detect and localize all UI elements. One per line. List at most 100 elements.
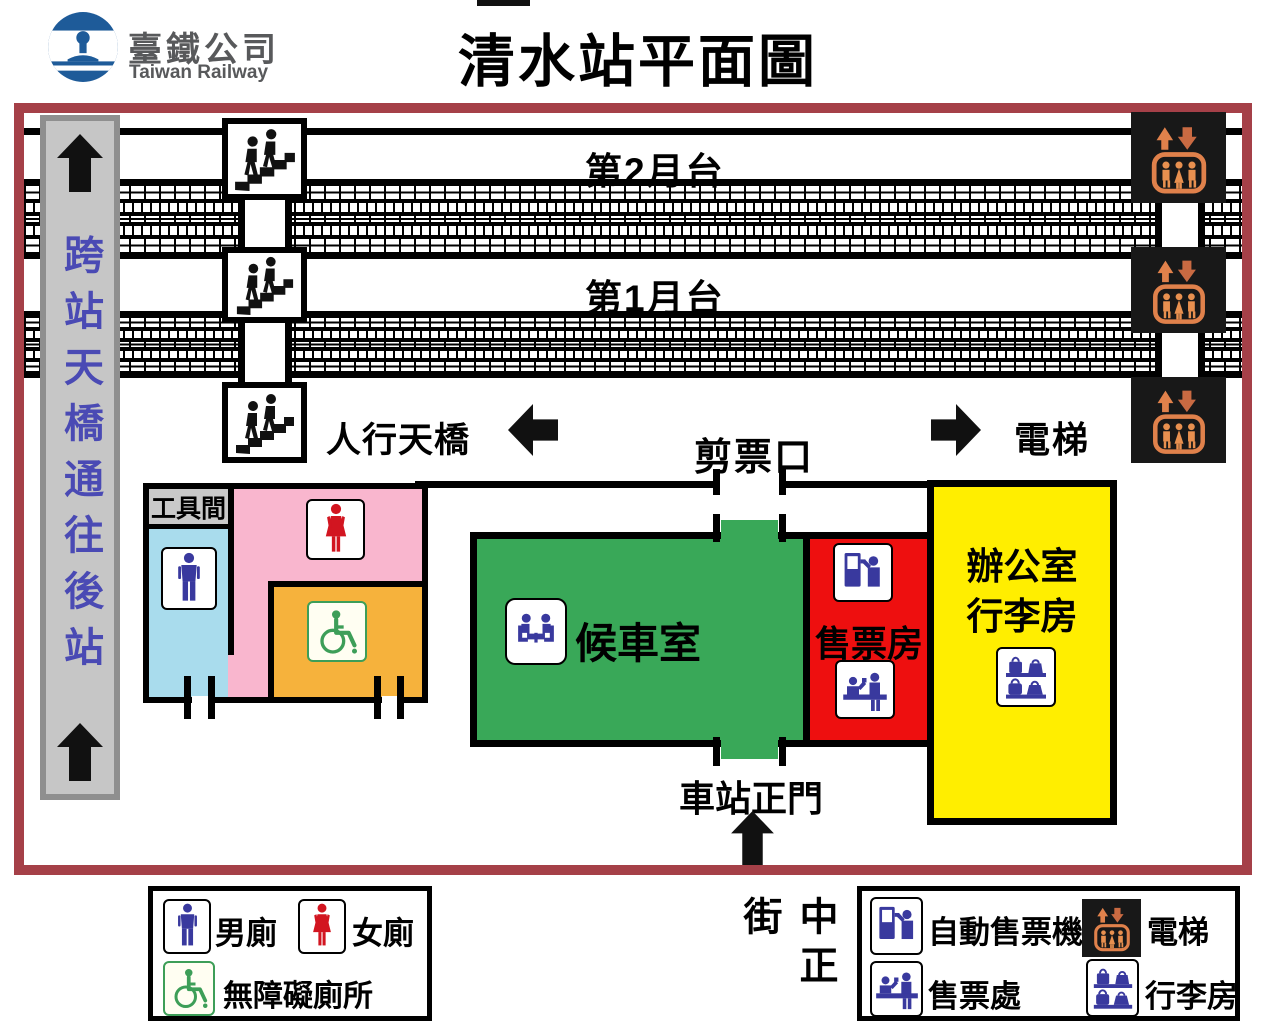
- legend-machine-box: [870, 897, 923, 955]
- platform1-label: 第1月台: [585, 278, 725, 319]
- ticket-machine-sign: [833, 543, 893, 602]
- tool-room: 工具間: [149, 489, 228, 524]
- ticket-counter-icon: [874, 966, 920, 1012]
- overpass-label: 跨站天橋通往後站: [58, 233, 102, 682]
- elevator-icon: [1141, 255, 1217, 325]
- legend-male-box: [163, 899, 211, 954]
- wheelchair-icon: [167, 966, 212, 1011]
- wheelchair-icon: [312, 607, 362, 657]
- toilet-door-gap: [382, 696, 397, 704]
- legend-counter-label: 售票處: [928, 979, 1021, 1014]
- door-post: [713, 737, 720, 766]
- stairs-icon-platform2: [222, 118, 307, 200]
- platform2-bottom-wall: [24, 179, 1242, 186]
- platform2-top-wall: [24, 128, 1242, 135]
- arrow-up-icon: [57, 723, 103, 781]
- legend-wheelchair-box: [163, 961, 215, 1016]
- ticket-counter-sign: [835, 660, 895, 719]
- seats-icon: [510, 606, 562, 658]
- gate-post: [713, 469, 720, 495]
- elevator-corridor-upper: [1155, 203, 1205, 247]
- arrow-right-icon: [931, 404, 981, 456]
- legend-toilets: 男廁 女廁 無障礙廁所: [148, 886, 432, 1021]
- elevator-concourse: [1131, 377, 1226, 463]
- door-post: [208, 676, 215, 719]
- elevator-platform1: [1131, 247, 1226, 333]
- luggage-sign: [996, 647, 1056, 707]
- tool-room-wall: [149, 524, 234, 529]
- track-zone-2: [24, 318, 1242, 371]
- legend-elevator-box: [1082, 899, 1141, 957]
- legend-female-label: 女廁: [352, 916, 414, 951]
- logo-title: 臺鐵公司: [128, 31, 280, 69]
- waiting-room-sign: [505, 598, 567, 665]
- legend-female-box: [298, 899, 346, 954]
- female-icon: [309, 902, 335, 951]
- waiting-room-label: 候車室: [575, 620, 702, 667]
- elevator-icon: [1086, 904, 1138, 952]
- waiting-room-south-door: [721, 739, 778, 759]
- door-post: [779, 514, 786, 542]
- page-title: 清水站平面圖: [458, 30, 818, 94]
- male-icon: [175, 551, 203, 607]
- arrow-up-icon: [730, 811, 775, 865]
- ticket-gate-label: 剪票口: [694, 437, 815, 479]
- door-post: [779, 737, 786, 766]
- elevator-corridor-lower: [1155, 333, 1205, 377]
- platform1-top-wall: [24, 252, 1242, 259]
- ticket-counter-icon: [841, 666, 889, 714]
- platform1-bottom-wall: [24, 311, 1242, 318]
- legend-luggage-label: 行李房: [1145, 979, 1238, 1014]
- track-zone-1: [24, 186, 1242, 252]
- stairs-icon: [233, 391, 297, 455]
- elevator-direction-label: 電梯: [1014, 419, 1091, 460]
- toilet-door-gap: [192, 696, 208, 704]
- legend-luggage-box: [1086, 959, 1139, 1017]
- stairs-icon: [234, 254, 296, 316]
- door-post: [713, 514, 720, 542]
- tool-room-label: 工具間: [150, 494, 226, 523]
- female-icon: [321, 502, 351, 558]
- arrow-up-icon: [57, 134, 103, 192]
- gate-wall-right: [780, 481, 930, 488]
- legend-counter-box: [870, 961, 923, 1017]
- legend-facilities: 自動售票機 電梯 售票處 行李房: [857, 886, 1240, 1021]
- stairs-corridor-lower: [238, 323, 292, 382]
- toilet-divider-wall: [228, 489, 234, 655]
- elevator-icon: [1141, 385, 1217, 455]
- arrow-left-icon: [508, 404, 558, 456]
- accessible-toilet-sign: [307, 601, 367, 662]
- platform2-label: 第2月台: [585, 151, 725, 192]
- stairs-corridor-upper: [238, 200, 292, 247]
- ticket-office-label: 售票房: [814, 623, 923, 664]
- door-post: [184, 676, 191, 719]
- elevator-icon: [1140, 121, 1218, 195]
- male-icon: [175, 902, 200, 951]
- luggage-icon: [1090, 965, 1136, 1011]
- stairs-icon: [232, 126, 298, 192]
- stairs-icon-concourse: [222, 382, 307, 463]
- office-label: 辦公室 行李房: [934, 542, 1110, 642]
- gate-post: [779, 469, 786, 495]
- office-label-line1: 辦公室: [966, 546, 1078, 587]
- top-crop-mark: [477, 0, 530, 6]
- womens-toilet-sign: [306, 499, 365, 560]
- footbridge-label: 人行天橋: [326, 421, 471, 460]
- legend-accessible-label: 無障礙廁所: [223, 980, 373, 1013]
- logo-subtitle: Taiwan Railway: [129, 62, 269, 83]
- taiwan-railway-logo-icon: [48, 12, 118, 82]
- ticket-machine-icon: [839, 549, 887, 597]
- diagram-border: [14, 103, 1252, 875]
- legend-elevator-label: 電梯: [1147, 915, 1209, 950]
- waiting-room-north-door: [721, 520, 778, 544]
- luggage-icon: [1002, 653, 1050, 701]
- elevator-platform2: [1131, 112, 1226, 203]
- stairs-icon-platform1: [222, 247, 307, 323]
- door-post: [397, 676, 404, 719]
- legend-machine-label: 自動售票機: [928, 915, 1083, 950]
- street-label: 中正街: [738, 896, 837, 994]
- cross-station-overpass-bar: 跨站天橋通往後站: [40, 115, 120, 800]
- legend-male-label: 男廁: [215, 916, 277, 951]
- door-post: [374, 676, 381, 719]
